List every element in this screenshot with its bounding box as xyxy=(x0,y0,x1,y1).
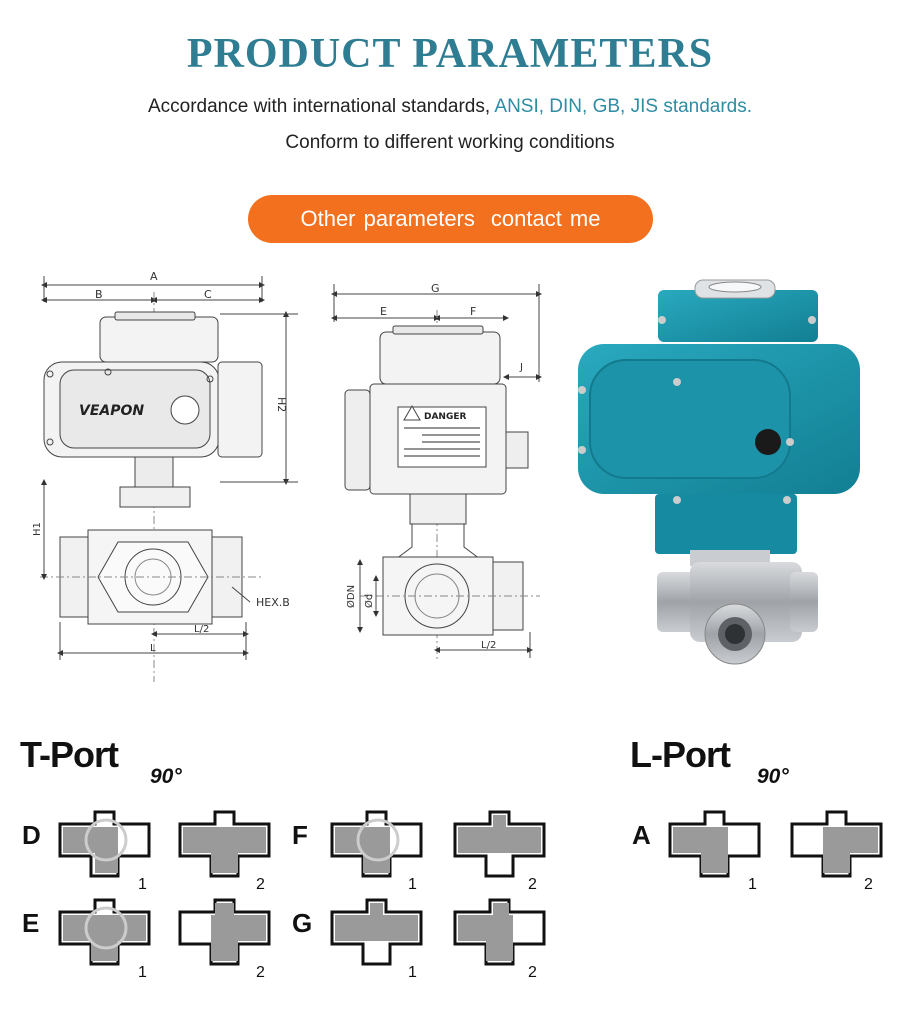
tport-d-pos1: 1 xyxy=(138,876,147,893)
tport-f-pos1: 1 xyxy=(408,876,417,893)
standards-prefix: Accordance with international standards, xyxy=(147,96,495,117)
tport-letter-d: D xyxy=(22,820,41,850)
tport-g-pos1: 1 xyxy=(408,964,417,981)
lport-title: L-Port xyxy=(630,734,731,775)
tport-f1 xyxy=(330,810,423,878)
tport-title: T-Port xyxy=(20,734,119,775)
dim-l2-label: L/2 xyxy=(194,624,209,635)
tport-d2 xyxy=(178,810,271,878)
lport-a-pos1: 1 xyxy=(748,876,757,893)
tport-e-pos1: 1 xyxy=(138,964,147,981)
standards-highlight: ANSI, DIN, GB, JIS standards. xyxy=(494,96,753,117)
port-flow-diagrams xyxy=(58,810,883,966)
standards-line: Accordance with international standards,… xyxy=(0,96,900,118)
dim-l-label: L xyxy=(150,643,156,654)
lport-letter-a: A xyxy=(632,820,651,850)
side-dim-l2-label: L/2 xyxy=(481,640,496,651)
dim-dn-label: ØDN xyxy=(345,585,357,608)
tport-e1 xyxy=(58,898,151,966)
dim-b-label: B xyxy=(95,288,103,301)
tport-d1 xyxy=(58,810,151,878)
lport-a1 xyxy=(668,810,761,878)
danger-text-lines xyxy=(404,427,480,457)
tport-angle: 90° xyxy=(150,765,182,788)
page-title: PRODUCT PARAMETERS xyxy=(186,31,714,77)
tport-d-pos2: 2 xyxy=(256,876,265,893)
technical-drawing: A B C H2 H1 VEAPON HEX.B L/2 L G E F J D… xyxy=(32,270,860,682)
product-photo xyxy=(578,279,860,665)
tport-e2 xyxy=(178,898,271,966)
dim-j-label: J xyxy=(519,362,523,373)
dim-f-label: F xyxy=(470,305,476,318)
dim-a-label: A xyxy=(150,270,158,283)
dim-c-label: C xyxy=(204,288,212,301)
contact-button[interactable]: Other parameters contact me xyxy=(248,195,653,243)
tport-f-pos2: 2 xyxy=(528,876,537,893)
contact-button-label-1: Other parameters xyxy=(300,206,475,231)
hex-label: HEX.B xyxy=(256,596,290,609)
tport-g1 xyxy=(330,898,423,966)
tport-letter-e: E xyxy=(22,908,40,938)
brand-label: VEAPON xyxy=(79,403,144,419)
tport-e-pos2: 2 xyxy=(256,964,265,981)
lport-a2 xyxy=(790,810,883,878)
danger-label: DANGER xyxy=(424,412,467,422)
dim-d-label: Ød xyxy=(363,594,375,608)
lport-angle: 90° xyxy=(757,765,789,788)
dim-g-label: G xyxy=(431,282,440,295)
front-view-drawing xyxy=(40,276,298,682)
tport-letter-g: G xyxy=(292,908,313,938)
dim-e-label: E xyxy=(380,305,387,318)
tport-f2 xyxy=(453,810,546,878)
lport-a-pos2: 2 xyxy=(864,876,873,893)
tport-g2 xyxy=(453,898,546,966)
dim-h2-label: H2 xyxy=(275,397,288,412)
dim-h1-label: H1 xyxy=(32,522,43,536)
tport-letter-f: F xyxy=(292,820,308,850)
side-view-drawing xyxy=(331,284,542,662)
tport-g-pos2: 2 xyxy=(528,964,537,981)
conditions-line: Conform to different working conditions xyxy=(285,132,615,153)
contact-button-label-2: contact me xyxy=(490,206,601,231)
